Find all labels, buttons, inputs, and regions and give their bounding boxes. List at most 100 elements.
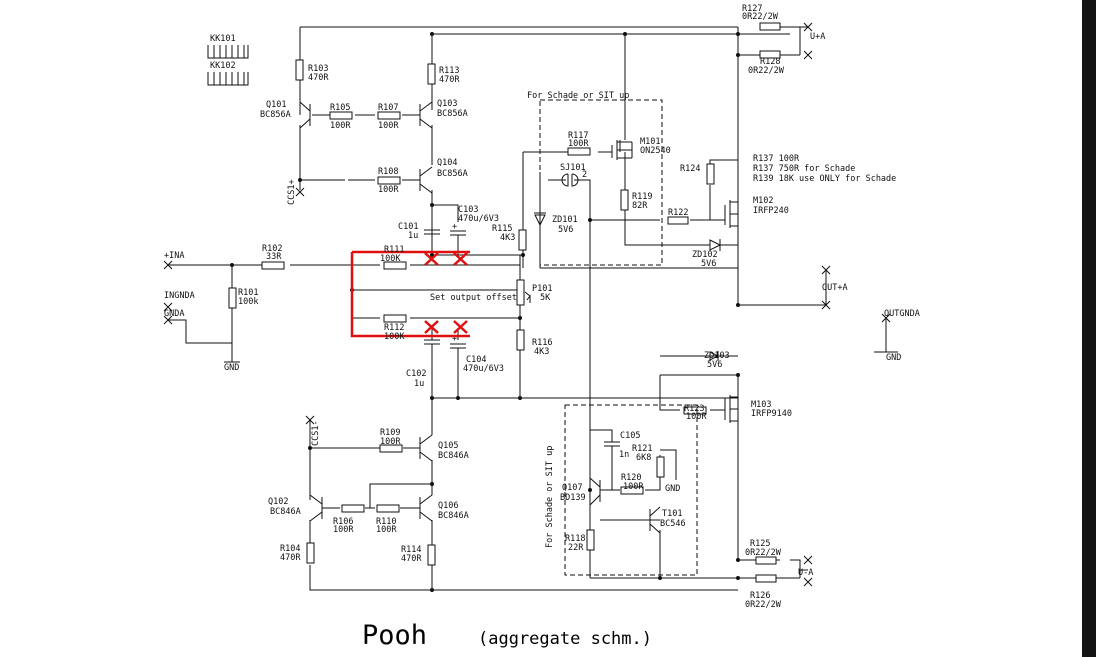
resistor-r119 (620, 189, 629, 211)
resistor-r114 (427, 544, 436, 566)
transistor-q106 (419, 494, 433, 522)
r105-val: 100R (330, 121, 351, 131)
transistor-q103 (419, 101, 433, 129)
transistor-q104 (419, 166, 433, 194)
heatsink-kk101: KK101 (207, 34, 249, 59)
r113-val: 470R (439, 75, 460, 85)
terminals (163, 22, 891, 587)
svg-text:+: + (452, 222, 457, 232)
resistor-r116 (516, 329, 525, 351)
c101-ref: C101 (398, 222, 418, 232)
r104-val: 470R (280, 553, 301, 563)
q102-ref: Q102 (268, 497, 288, 507)
r121-val: 6K8 (636, 453, 651, 463)
r128-val: 0R22/2W (748, 66, 785, 76)
capacitor-c103: + (450, 222, 466, 255)
zd103-val: 5V6 (707, 360, 722, 370)
note-schade-top: For Schade or SIT up (527, 91, 629, 101)
resistor-r102 (261, 261, 285, 270)
net-gnd: GND (224, 363, 239, 373)
resistor-r123 (683, 406, 707, 415)
resistor-r103 (295, 59, 304, 81)
q101-val: BC856A (260, 110, 291, 120)
resistor-r120 (620, 486, 644, 495)
net-outpa: OUT+A (822, 283, 848, 293)
resistor-r101 (228, 287, 237, 309)
r123-val: 100R (686, 412, 707, 422)
junctions (230, 32, 740, 592)
zener-zd102 (709, 239, 722, 251)
r103-val: 470R (308, 73, 329, 83)
resistor-r125 (755, 556, 777, 565)
resistor-r105 (329, 111, 353, 120)
m102-val: IRFP240 (753, 206, 789, 216)
r113-ref: R113 (439, 66, 459, 76)
r120-val: 100R (623, 482, 644, 492)
zd102-ref: ZD102 (692, 250, 718, 260)
r123-ref: R123 (684, 404, 704, 414)
q101-ref: Q101 (266, 100, 286, 110)
net-gnd-schade: GND (665, 484, 680, 494)
transistor-q107 (589, 477, 601, 506)
resistor-r107 (377, 111, 401, 120)
q105-val: BC846A (438, 451, 469, 461)
resistor-r111 (383, 261, 407, 270)
r115-val: 4K3 (500, 233, 515, 243)
net-gnd-out: GND (886, 353, 901, 363)
q103-ref: Q103 (437, 99, 457, 109)
t101-val: BC546 (660, 519, 686, 529)
c105-val: 1n (619, 450, 629, 460)
resistor-r109 (379, 444, 403, 453)
zd101-ref: ZD101 (552, 215, 578, 225)
zd102-val: 5V6 (701, 259, 716, 269)
svg-text:+: + (452, 334, 457, 344)
resistor-r112 (383, 314, 407, 323)
mosfet-m102 (724, 200, 738, 228)
mosfet-m103 (724, 395, 738, 423)
r108-val: 100R (378, 185, 399, 195)
p101-ref: P101 (532, 284, 552, 294)
q102-val: BC846A (270, 507, 301, 517)
c104-val: 470u/6V3 (463, 364, 504, 374)
q107-val: BD139 (560, 493, 586, 503)
r116-ref: R116 (532, 338, 552, 348)
zd101-val: 5V6 (558, 225, 573, 235)
zener-zd103 (660, 351, 720, 361)
r124-ref: R124 (680, 164, 700, 174)
r103-ref: R103 (308, 64, 328, 74)
r101-ref: R101 (238, 288, 258, 298)
r112-val: 100K (384, 332, 405, 342)
r107-val: 100R (378, 121, 399, 131)
note-r137-a: R137 100R (753, 154, 800, 164)
r126-val: 0R22/2W (745, 600, 782, 610)
sj-pin: 2 (582, 170, 587, 180)
note-r137-b: R137 750R for Schade (753, 164, 855, 174)
labels: R127 0R22/2W R128 0R22/2W U+A R103 470R … (164, 4, 920, 610)
schade-box-top (539, 99, 663, 266)
t101-ref: T101 (662, 509, 682, 519)
sj101-ref: SJ101 (560, 163, 586, 173)
r109-val: 100R (380, 437, 401, 447)
r116-val: 4K3 (534, 347, 549, 357)
wires (168, 26, 898, 591)
transistor-q102 (309, 494, 323, 522)
c102-ref: C102 (406, 369, 426, 379)
r110-ref: R110 (376, 517, 396, 527)
note-offset: Set output offset (430, 293, 517, 303)
q104-ref: Q104 (437, 158, 457, 168)
r101-val: 100k (238, 297, 258, 307)
jumper-sj101 (548, 173, 580, 187)
heatsink-kk102: KK102 (207, 61, 249, 86)
p101-val: 5K (540, 293, 551, 303)
kk102-label: KK102 (210, 61, 236, 71)
r105-ref: R105 (330, 103, 350, 113)
resistor-r108 (377, 176, 401, 185)
resistor-r118 (586, 529, 595, 551)
c102-val: 1u (414, 379, 424, 389)
net-ccs1m: CCS1- (311, 420, 321, 446)
r106-val: 100R (333, 525, 354, 535)
c103-val: 470u/6V3 (458, 214, 499, 224)
q104-val: BC856A (437, 169, 468, 179)
r102-ref: R102 (262, 244, 282, 254)
